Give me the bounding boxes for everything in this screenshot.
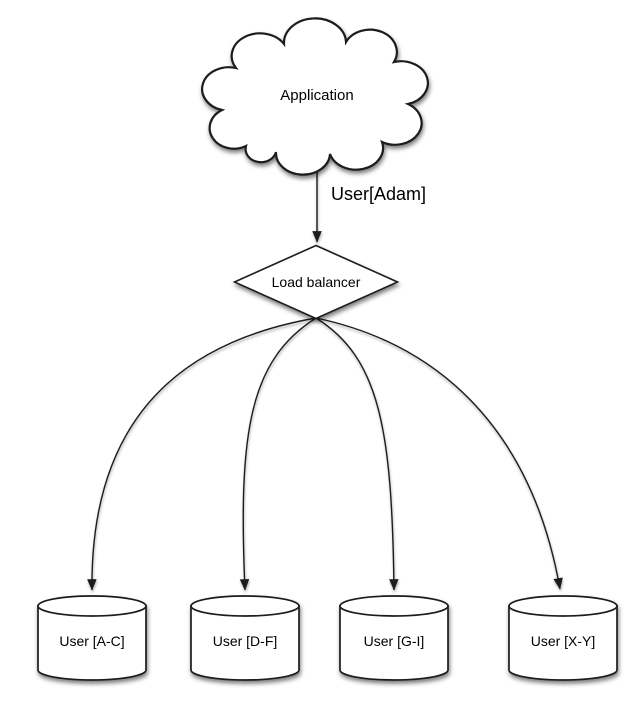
cylinder-body <box>190 605 300 681</box>
edge-loadbalancer-to-shard-df <box>239 317 317 591</box>
cylinder-top <box>37 595 147 617</box>
cloud-shape <box>201 17 429 176</box>
edge-loadbalancer-to-shard-ac <box>87 317 317 591</box>
shard-node-gi <box>339 595 449 681</box>
shard-label-df: User [D-F] <box>213 633 278 649</box>
shard-label-ac: User [A-C] <box>59 633 124 649</box>
shard-node-ac <box>37 595 147 681</box>
edges-group <box>87 156 563 591</box>
shard-node-df <box>190 595 300 681</box>
application-label: Application <box>280 87 353 104</box>
diamond-shape <box>232 244 400 320</box>
edge-loadbalancer-to-shard-xy <box>315 317 563 590</box>
shard-label-xy: User [X-Y] <box>531 633 596 649</box>
load-balancer-node <box>232 244 400 320</box>
edge-loadbalancer-to-shard-gi <box>315 317 399 591</box>
load-balancer-label: Load balancer <box>272 274 361 290</box>
cylinder-body <box>508 605 618 681</box>
cylinder-top <box>508 595 618 617</box>
application-node <box>201 17 429 176</box>
cylinder-body <box>339 605 449 681</box>
shard-label-gi: User [G-I] <box>364 633 425 649</box>
edge-user-adam-label: User[Adam] <box>331 184 426 204</box>
cylinder-top <box>190 595 300 617</box>
cylinder-top <box>339 595 449 617</box>
cylinder-body <box>37 605 147 681</box>
shard-node-xy <box>508 595 618 681</box>
